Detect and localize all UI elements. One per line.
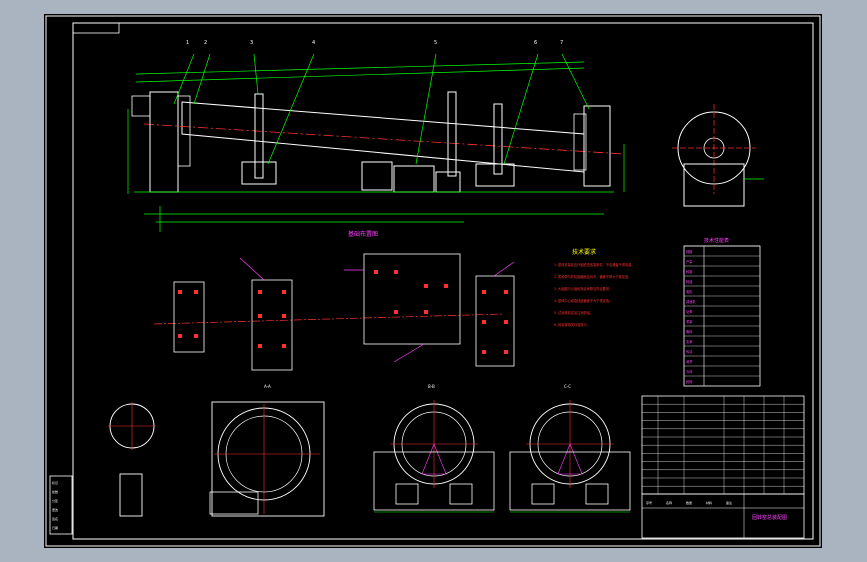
- revision-strip-label: 签名: [52, 516, 58, 521]
- tech-req-1: 1. 窑体安装前应仔细检查各零部件，不合格者不得安装。: [554, 262, 635, 267]
- spec-row-label: 传动: [686, 349, 692, 354]
- balloon-6: 6: [534, 40, 537, 46]
- balloon-4: 4: [312, 40, 315, 46]
- balloon-2: 2: [204, 40, 207, 46]
- title-block-header: 材料: [706, 500, 712, 505]
- revision-strip-label: 处数: [52, 489, 58, 494]
- tech-req-6: 6. 其余按相关标准执行。: [554, 322, 590, 327]
- spec-row-label: 转速: [686, 279, 693, 284]
- title-block-header: 序号: [646, 500, 652, 505]
- spec-row-label: 润滑: [686, 359, 693, 364]
- kiln-inlet-hood: [149, 91, 179, 193]
- revision-strip-label: 更改: [52, 507, 58, 512]
- drive-motor: [361, 161, 393, 191]
- kiln-outlet-hood: [583, 105, 611, 187]
- part-balloons: 1 2 3 4 5 6 7: [186, 40, 563, 46]
- tech-req-3: 3. 大齿圈与小齿轮啮合间隙应符合要求。: [554, 286, 612, 291]
- tech-req-2: 2. 各轮带与托轮接触面应均匀，偏差不得大于规定值。: [554, 274, 631, 279]
- drive-reducer: [393, 165, 435, 193]
- title-block-header: 备注: [726, 500, 732, 505]
- tech-req-title: 技术要求: [572, 248, 596, 256]
- balloon-5: 5: [434, 40, 437, 46]
- tyre-3: [493, 103, 503, 175]
- tech-req-5: 5. 试运转前应加注润滑油。: [554, 310, 593, 315]
- spec-table-title: 技术性能表: [704, 237, 729, 244]
- kiln-elevation: [127, 53, 625, 232]
- cad-drawing: 1 2 3 4 5 6 7 基础布置图: [45, 15, 821, 547]
- revision-strip-label: 分区: [52, 498, 58, 503]
- kiln-centerline: [143, 123, 625, 155]
- drawing-title: 回转窑总装配图: [752, 514, 787, 521]
- spec-row-label: 电机: [686, 289, 693, 294]
- revision-strip-label: 标记: [52, 480, 58, 485]
- plan-view-title: 基础布置图: [348, 230, 378, 238]
- title-block: 回转窑总装配图 序号 名称 数量 材料 备注: [641, 493, 805, 539]
- section-bb-label: B-B: [428, 384, 435, 389]
- spec-row-label: 筒体: [686, 329, 693, 334]
- tech-requirements: 技术要求 1. 窑体安装前应仔细检查各零部件，不合格者不得安装。 2. 各轮带与…: [554, 248, 635, 327]
- foundation-block-1: [173, 281, 205, 353]
- spec-row-label: 规格: [686, 249, 693, 254]
- title-block-header: 数量: [686, 500, 692, 505]
- tyre-1: [254, 93, 264, 179]
- section-aa-view: A-A: [209, 384, 325, 517]
- section-cc-label: C-C: [564, 384, 571, 389]
- parts-list: [641, 395, 805, 495]
- spec-row-label: 支承: [686, 339, 693, 344]
- foundation-block-3: [475, 275, 515, 367]
- spec-row-label: 斜度: [686, 269, 693, 274]
- tyre-2: [447, 91, 457, 177]
- balloon-3: 3: [250, 40, 253, 46]
- support-station-1: [241, 161, 277, 185]
- foundation-plan: 基础布置图: [153, 230, 515, 371]
- section-aa-label: A-A: [264, 384, 271, 389]
- spec-row-label: 重量: [686, 319, 693, 324]
- section-bb-view: B-B: [373, 384, 495, 513]
- section-cc-view: C-C: [509, 384, 631, 513]
- support-station-2: [475, 163, 515, 187]
- drawing-sheet: 1 2 3 4 5 6 7 基础布置图: [44, 14, 822, 548]
- spec-row-label: 产量: [686, 259, 693, 264]
- kiln-end-view: [672, 104, 764, 207]
- foundation-block-drive: [363, 253, 461, 345]
- spec-row-label: 其他: [686, 379, 693, 384]
- tech-req-4: 4. 窑体中心线直线度偏差不大于规定值。: [554, 298, 612, 303]
- revision-strip-label: 日期: [52, 525, 58, 530]
- top-left-code-box: [72, 22, 120, 34]
- title-block-header: 名称: [666, 500, 672, 505]
- spec-row-label: 冷却: [686, 369, 692, 374]
- foundation-block-2: [251, 279, 293, 371]
- spec-row-label: 功率: [686, 309, 693, 314]
- small-frame-detail: [119, 473, 143, 517]
- inner-frame: [72, 22, 814, 540]
- balloon-7: 7: [560, 40, 563, 46]
- balloon-1: 1: [186, 40, 189, 46]
- spec-row-label: 减速机: [686, 299, 696, 304]
- outer-frame: [45, 15, 821, 547]
- section-small-circle: [108, 402, 156, 517]
- title-block-frame: [641, 493, 805, 539]
